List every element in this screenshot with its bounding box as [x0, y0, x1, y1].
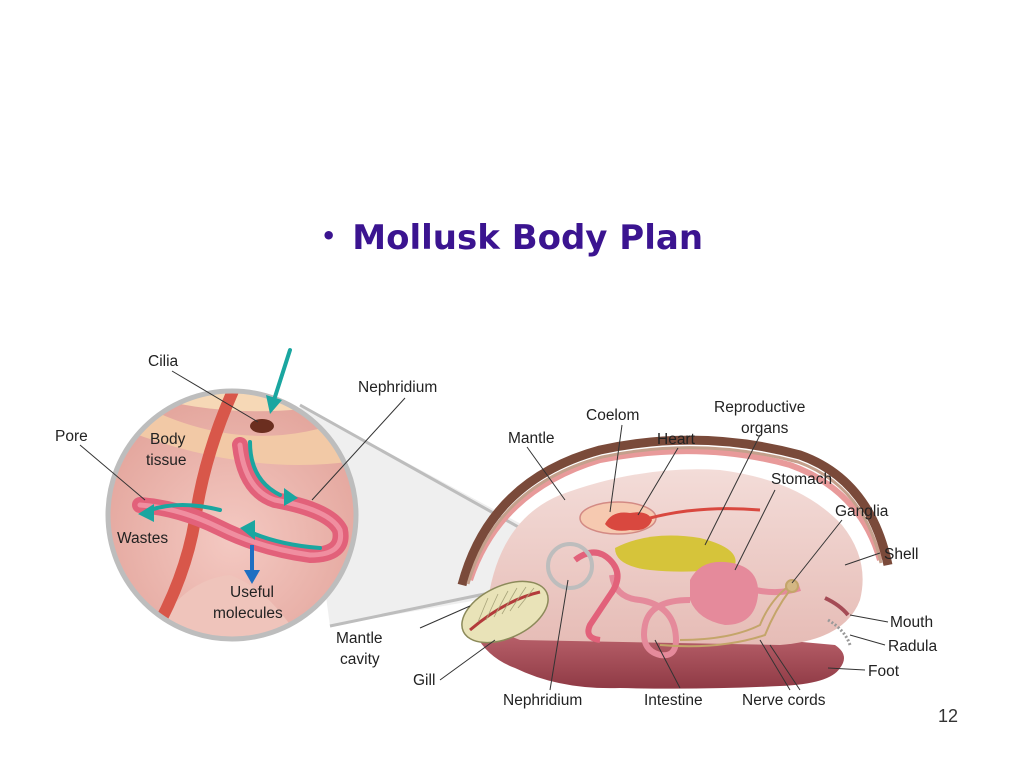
stomach: [690, 561, 759, 625]
label-nerve-cords: Nerve cords: [742, 692, 826, 709]
mantle-layer: [467, 448, 883, 581]
inset-magnification: [105, 388, 359, 642]
leader-lines: [79, 370, 889, 691]
page-number: 12: [938, 706, 959, 726]
inflow-arrow: [266, 348, 292, 414]
label-ganglia: Ganglia: [835, 503, 889, 520]
zoom-source-circle: [546, 542, 594, 590]
label-foot: Foot: [868, 663, 900, 680]
label-stomach: Stomach: [771, 471, 832, 488]
label-wastes: Wastes: [117, 530, 168, 547]
label-body-tissue-1: Body: [150, 431, 186, 448]
label-reproductive-2: organs: [741, 420, 789, 437]
title-text: Mollusk Body Plan: [352, 218, 704, 258]
gill: [461, 580, 549, 644]
nerve-system: [659, 579, 799, 648]
label-heart: Heart: [657, 431, 696, 448]
label-pore: Pore: [55, 428, 88, 445]
label-mantle: Mantle: [508, 430, 555, 447]
label-reproductive-1: Reproductive: [714, 399, 805, 416]
bullet: •: [320, 221, 337, 250]
shell: [457, 435, 893, 587]
mollusk-body: [457, 435, 893, 689]
label-useful-1: Useful: [230, 584, 274, 601]
cilia-opening: [250, 419, 274, 433]
label-gill: Gill: [413, 672, 435, 689]
body-nephridium: [573, 549, 621, 643]
label-nephridium-body: Nephridium: [503, 692, 582, 709]
body-labels: Mantle Coelom Heart Reproductive organs …: [336, 399, 937, 709]
inset-labels: Cilia Nephridium Pore Body tissue Wastes…: [55, 353, 437, 622]
label-useful-2: molecules: [213, 605, 283, 622]
label-radula: Radula: [888, 638, 937, 655]
label-coelom: Coelom: [586, 407, 639, 424]
slide-title: • Mollusk Body Plan: [0, 218, 1024, 258]
label-cilia: Cilia: [148, 353, 179, 370]
intestine: [609, 574, 691, 659]
label-shell: Shell: [884, 546, 918, 563]
label-mantle-cavity-1: Mantle: [336, 630, 383, 647]
label-intestine: Intestine: [644, 692, 703, 709]
label-mouth: Mouth: [890, 614, 933, 631]
label-mantle-cavity-2: cavity: [340, 651, 380, 668]
label-nephridium-inset: Nephridium: [358, 379, 437, 396]
label-body-tissue-2: tissue: [146, 452, 187, 469]
heart: [605, 512, 652, 531]
